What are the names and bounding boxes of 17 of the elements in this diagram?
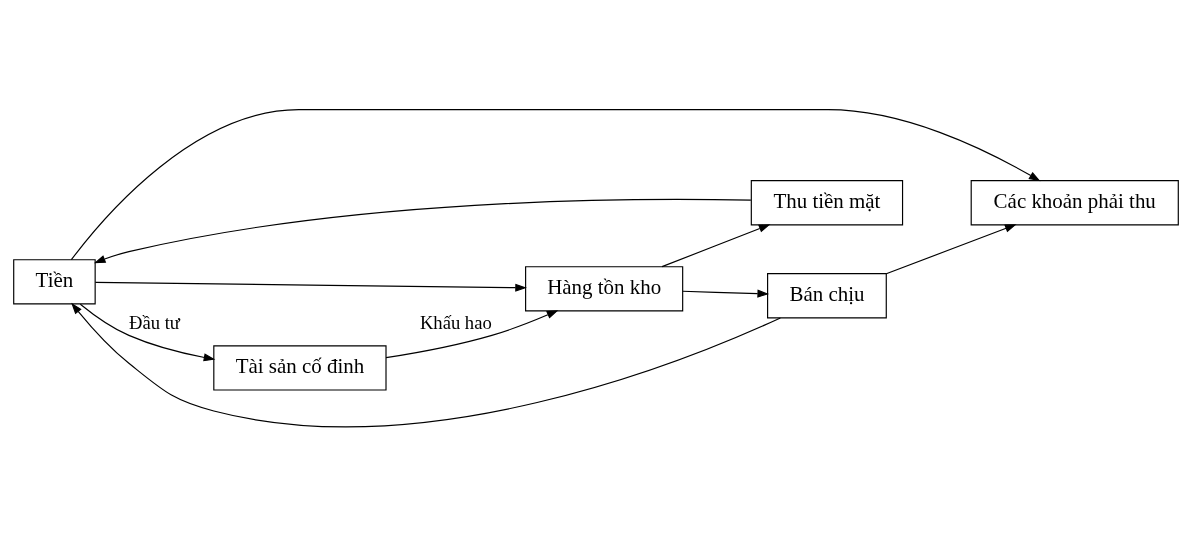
arrow xyxy=(70,109,1041,261)
arrow xyxy=(682,289,770,298)
arrow xyxy=(885,224,1017,275)
arrow xyxy=(661,224,771,268)
node-box: Tài sản cố đinh xyxy=(213,345,387,391)
arrow xyxy=(71,302,781,427)
arrow xyxy=(93,198,752,264)
arrow xyxy=(94,281,527,292)
edge-label: Đầu tư xyxy=(129,312,180,334)
arrow xyxy=(79,303,216,362)
node-box: Bán chịu xyxy=(767,273,887,319)
node-box: Tiền xyxy=(13,259,96,305)
node-box: Thu tiền mặt xyxy=(750,180,904,226)
node-box: Các khoản phải thu xyxy=(970,180,1179,226)
arrow xyxy=(385,310,559,359)
node-box: Hàng tồn kho xyxy=(525,266,684,312)
edge-label: Khấu hao xyxy=(419,312,492,334)
